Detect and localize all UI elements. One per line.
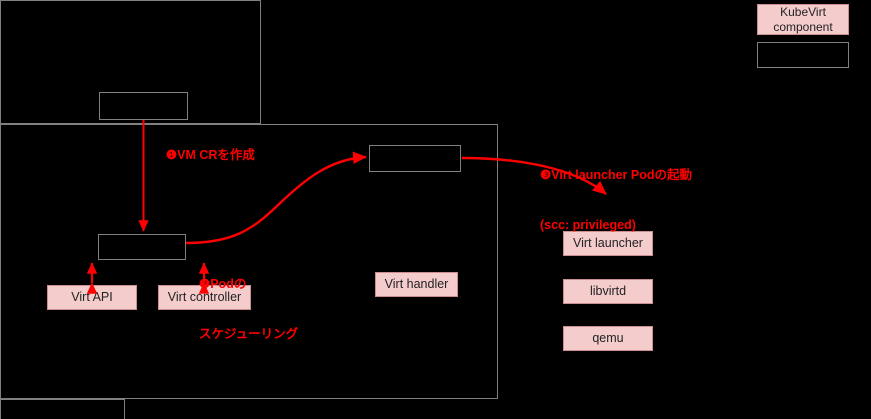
legend-component-label: KubeVirt component: [773, 5, 833, 34]
annotation-step-2-line1: Podの: [210, 276, 247, 291]
qemu-label: qemu: [592, 331, 624, 345]
virt-handler-box: Virt handler: [375, 272, 458, 297]
annotation-step-1: ❶VM CRを作成: [152, 130, 255, 181]
annotation-step-3-line1: Virt launcher Podの起動: [551, 167, 692, 182]
annotation-step-2-line2: スケジューリング: [199, 327, 299, 342]
qemu-box: qemu: [563, 326, 653, 351]
annotation-step-3-marker: ❸: [540, 167, 552, 182]
annotation-step-2-row1: ❷Podの: [199, 276, 298, 293]
control-plane-region: [0, 0, 261, 124]
annotation-step-2: ❷Podの スケジューリング: [199, 242, 298, 377]
control-plane-top-box: [99, 92, 188, 120]
cluster-region: [0, 124, 498, 399]
annotation-step-3: ❸Virt launcher Podの起動 (scc: privileged): [540, 133, 692, 268]
libvirtd-label: libvirtd: [589, 284, 627, 298]
annotation-step-2-marker: ❷: [199, 276, 211, 291]
legend-component-swatch: KubeVirt component: [757, 4, 849, 35]
cluster-scheduler-box: [369, 145, 461, 172]
node-region: [0, 399, 125, 419]
virt-launcher-label: Virt launcher: [573, 236, 643, 250]
annotation-step-3-line2: (scc: privileged): [540, 218, 636, 233]
virt-launcher-box: Virt launcher: [563, 231, 653, 256]
virt-api-box: Virt API: [47, 285, 137, 310]
virt-api-label: Virt API: [71, 290, 113, 304]
annotation-step-1-line1: VM CRを作成: [177, 147, 255, 162]
api-server-box: [98, 234, 186, 260]
virt-handler-label: Virt handler: [384, 277, 449, 291]
legend-plain-swatch: [757, 42, 849, 68]
annotation-step-1-marker: ❶: [165, 147, 178, 162]
annotation-step-3-row1: ❸Virt launcher Podの起動: [540, 167, 692, 184]
libvirtd-box: libvirtd: [563, 279, 653, 304]
virt-controller-label: Virt controller: [167, 290, 242, 304]
